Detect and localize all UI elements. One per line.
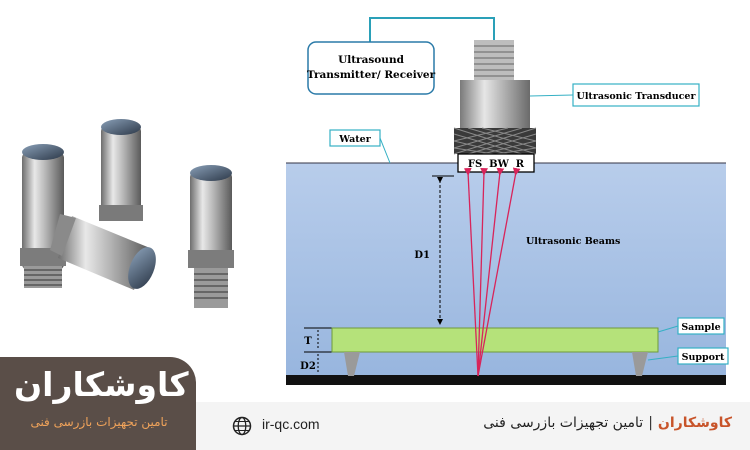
t-label: T bbox=[304, 336, 312, 347]
footer-tagline: تامین تجهیزات بازرسی فنی bbox=[483, 415, 644, 431]
transducer-left bbox=[20, 144, 66, 288]
sample-callout-label: Sample bbox=[681, 322, 720, 333]
support-callout-label: Support bbox=[682, 352, 725, 363]
transducer-callout-label: Ultrasonic Transducer bbox=[577, 91, 697, 102]
globe-icon bbox=[232, 416, 252, 436]
support-left bbox=[344, 352, 360, 376]
transducer-product-photo bbox=[20, 119, 234, 308]
website-link[interactable]: ir-qc.com bbox=[262, 416, 320, 432]
transducer-tall bbox=[99, 119, 143, 221]
company-logo: کاوشکاران تامین تجهیزات بازرسی فنی bbox=[0, 357, 196, 450]
logo-tagline: تامین تجهیزات بازرسی فنی bbox=[30, 415, 168, 429]
transducer-lying bbox=[50, 214, 156, 290]
footer-brand: کاوشکاران bbox=[657, 415, 732, 431]
tank-bottom bbox=[286, 375, 726, 385]
footer-bar: ir-qc.com کاوشکاران|تامین تجهیزات بازرسی… bbox=[196, 402, 750, 450]
cable bbox=[369, 17, 495, 42]
logo-main-text: کاوشکاران bbox=[14, 365, 189, 404]
transducer-right bbox=[188, 165, 234, 308]
sample-plate bbox=[331, 327, 659, 353]
footer-brand-line: کاوشکاران|تامین تجهیزات بازرسی فنی bbox=[483, 415, 732, 431]
water-callout-label: Water bbox=[338, 134, 371, 145]
beams-label: Ultrasonic Beams bbox=[526, 236, 620, 247]
transducer-face-labels: FS BW R bbox=[468, 159, 525, 170]
d2-label: D2 bbox=[300, 361, 316, 372]
transmitter-label-2: Transmitter/ Receiver bbox=[307, 69, 436, 81]
immersion-testing-diagram: Ultrasound Transmitter/ Receiver FS BW R… bbox=[286, 17, 729, 385]
transmitter-label-1: Ultrasound bbox=[338, 54, 405, 66]
footer-separator: | bbox=[648, 415, 653, 431]
support-right bbox=[632, 352, 648, 376]
ultrasonic-beams bbox=[463, 167, 521, 377]
transmitter-box bbox=[307, 41, 435, 95]
transducer-drawing bbox=[453, 40, 537, 173]
d1-label: D1 bbox=[414, 250, 430, 261]
